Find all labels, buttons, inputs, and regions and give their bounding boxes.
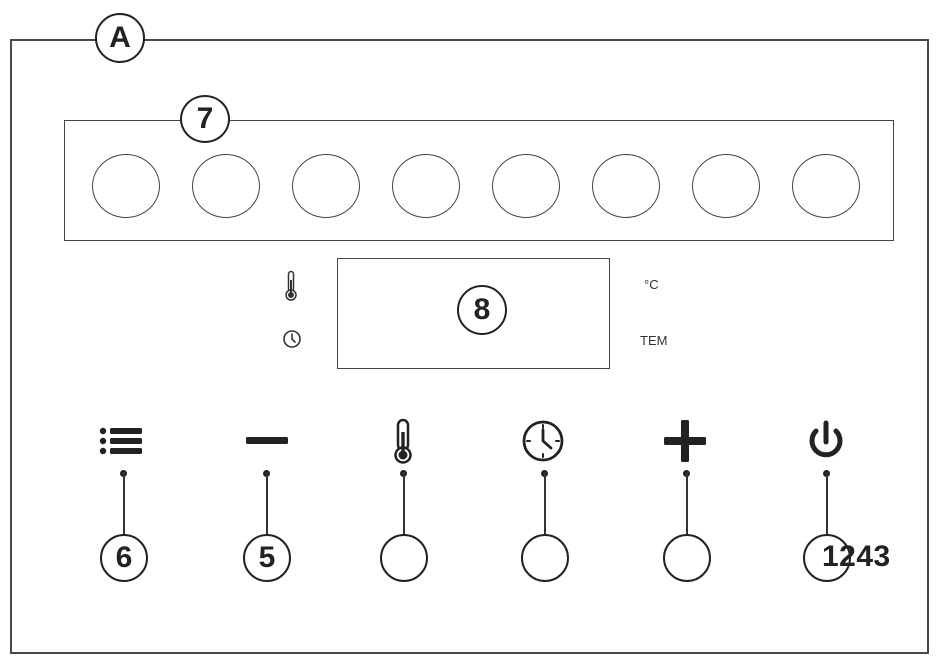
leader-line xyxy=(544,472,546,538)
strip-key-1[interactable] xyxy=(92,154,160,218)
strip-key-2[interactable] xyxy=(192,154,260,218)
key-strip xyxy=(64,120,894,241)
minus-button-callout: 5 xyxy=(243,534,291,582)
key-strip-callout: 7 xyxy=(180,95,230,143)
plus-icon[interactable] xyxy=(660,418,710,464)
leader-line xyxy=(403,472,405,538)
overlay-number-label: 1243 xyxy=(822,540,891,573)
celsius-unit-label: °C xyxy=(644,277,659,292)
strip-key-7[interactable] xyxy=(692,154,760,218)
panel-callout-a: A xyxy=(95,13,145,63)
leader-line xyxy=(266,472,268,538)
strip-key-8[interactable] xyxy=(792,154,860,218)
menu-list-icon[interactable] xyxy=(97,418,147,464)
strip-key-4[interactable] xyxy=(392,154,460,218)
minus-icon[interactable] xyxy=(242,418,292,464)
display-callout: 8 xyxy=(457,285,507,335)
menu-button-callout: 6 xyxy=(100,534,148,582)
power-button-callout xyxy=(803,534,851,582)
leader-line xyxy=(123,472,125,538)
strip-key-5[interactable] xyxy=(492,154,560,218)
clock-icon xyxy=(283,330,301,348)
control-panel-outline xyxy=(10,39,929,654)
power-icon[interactable] xyxy=(801,418,851,464)
tem-unit-label: TEM xyxy=(640,333,668,348)
thermometer-button-callout xyxy=(380,534,428,582)
strip-key-3[interactable] xyxy=(292,154,360,218)
thermometer-icon[interactable] xyxy=(378,418,428,464)
strip-key-6[interactable] xyxy=(592,154,660,218)
clock-icon[interactable] xyxy=(518,418,568,464)
leader-line xyxy=(686,472,688,538)
thermometer-icon xyxy=(285,270,297,301)
clock-button-callout xyxy=(521,534,569,582)
leader-line xyxy=(826,472,828,538)
plus-button-callout xyxy=(663,534,711,582)
display-window xyxy=(337,258,610,369)
